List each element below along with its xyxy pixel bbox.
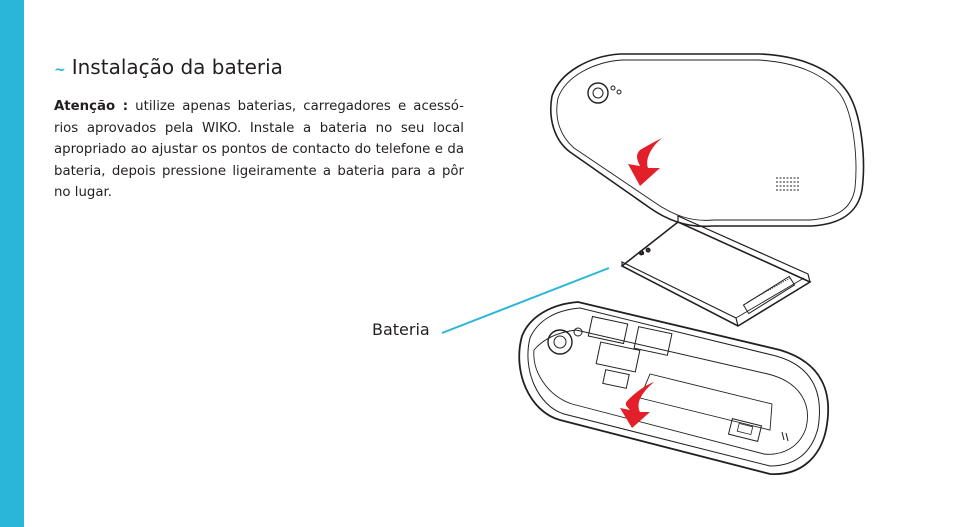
warning-text: utilize apenas baterias, carregadores e … bbox=[54, 99, 464, 201]
press-down-arrow-icon-2 bbox=[620, 382, 654, 428]
instruction-paragraph: Atenção : utilize apenas baterias, carre… bbox=[54, 96, 464, 204]
battery-drawing: ♻ ⊘ bbox=[620, 215, 812, 327]
heading-text: Instalação da bateria bbox=[71, 55, 283, 79]
warning-lead: Atenção : bbox=[54, 99, 129, 114]
callout-leader-line bbox=[441, 267, 610, 334]
back-cover-drawing bbox=[550, 53, 865, 228]
section-heading: ~ Instalação da bateria bbox=[54, 54, 283, 83]
heading-tilde: ~ bbox=[54, 62, 66, 78]
phone-body-drawing bbox=[518, 301, 830, 475]
accent-side-bar bbox=[0, 0, 24, 527]
svg-text:♻ ⊘: ♻ ⊘ bbox=[638, 246, 652, 258]
battery-installation-illustration: ♻ ⊘ bbox=[441, 53, 865, 475]
battery-callout-label: Bateria bbox=[372, 320, 430, 339]
speaker-grille bbox=[776, 177, 800, 191]
press-down-arrow-icon bbox=[628, 138, 662, 186]
